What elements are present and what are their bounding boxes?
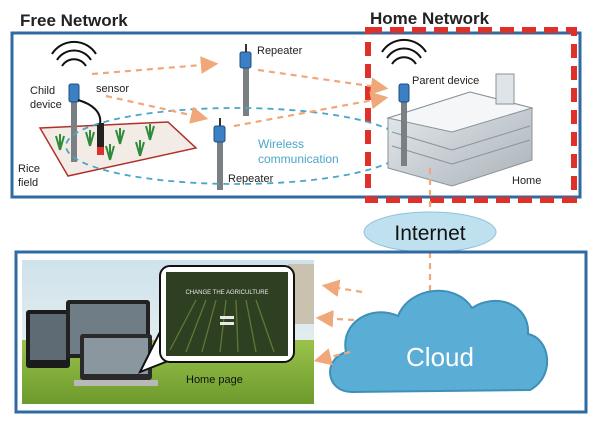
parent-device-label: Parent device — [412, 75, 479, 87]
sensor-label: sensor — [96, 83, 129, 95]
wireless-label-1: Wireless — [258, 137, 304, 151]
home-network-title: Home Network — [370, 9, 490, 28]
rice-field-label-1: Rice — [18, 163, 40, 175]
cloud-label: Cloud — [406, 342, 474, 372]
repeater-bottom-label: Repeater — [228, 173, 274, 185]
data-flow-arrows-top — [91, 56, 389, 128]
free-network-title: Free Network — [20, 11, 128, 30]
home-building-icon — [386, 73, 534, 187]
home-label: Home — [512, 175, 541, 187]
home-network-frame — [365, 27, 577, 203]
child-device-label-2: device — [30, 99, 62, 111]
sensor-icon — [77, 99, 104, 155]
repeater-top-label: Repeater — [257, 45, 303, 57]
crop-rows — [169, 299, 275, 353]
screen-caption: CHANGE THE AGRICULTURE — [185, 290, 268, 296]
cloud-frame — [14, 250, 588, 414]
rice-field-label-2: field — [18, 177, 38, 189]
repeater-bottom-icon — [213, 118, 226, 190]
rice-plants — [55, 124, 155, 161]
repeater-top-icon — [239, 44, 252, 116]
screen-glyph — [220, 316, 234, 319]
cloud-icon — [329, 289, 548, 394]
screen-image — [166, 272, 288, 356]
rice-field-plot — [38, 121, 198, 177]
internet-label: Internet — [394, 222, 465, 245]
home-page-label: Home page — [186, 374, 243, 386]
wireless-label-2: communication — [258, 152, 339, 166]
child-device-icon — [51, 40, 97, 162]
parent-device-icon — [381, 38, 427, 166]
child-device-label-1: Child — [30, 85, 55, 97]
free-network-frame — [10, 31, 582, 199]
cloud-arrows — [313, 279, 363, 366]
